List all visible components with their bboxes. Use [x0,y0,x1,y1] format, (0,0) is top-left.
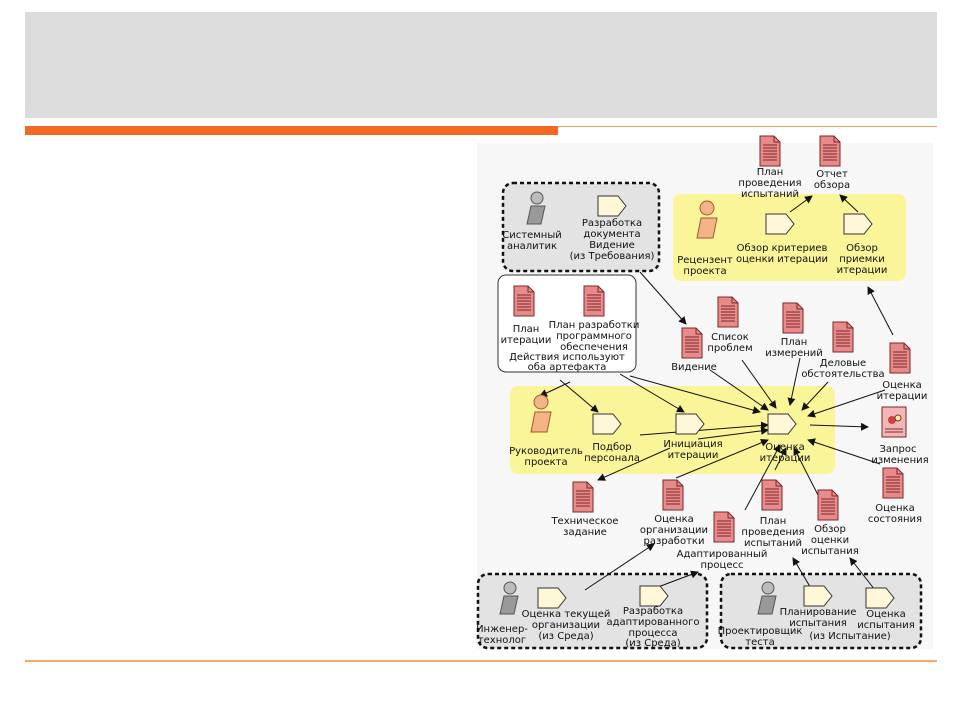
assess-org-label-3: (из Среда) [538,631,593,642]
footer-rule [25,660,937,662]
tailored-process-label-2: процесс [701,560,744,571]
acceptance-review-label-1: Обзор [846,243,878,254]
sw-dev-plan-label-3: обеспечения [560,342,628,353]
business-case-doc-icon [832,321,854,353]
tech-spec-label-1: Техническое [550,516,618,527]
status-assessment-label-2: состояния [868,514,922,525]
criteria-review-label-1: Обзор критериев [737,243,828,254]
test-planning-label-2: испытания [789,618,846,629]
test-eval-summary-label-2: оценки [811,535,849,546]
tailored-process-doc-icon [713,511,735,543]
designer-label-2: теста [745,637,774,648]
test-planning-label-1: Планирование [780,607,857,618]
iteration-assessment-label-2: итерации [877,391,928,402]
test-plan-top-doc-icon [759,135,781,167]
org-assessment-label-3: разработки [644,536,705,547]
artifact-box-label-1: Действия используют [509,352,625,363]
iteration-plan-doc-icon [513,285,535,317]
manager-label-1: Руководитель [509,446,583,457]
vision-doc-icon [681,327,703,359]
tech-spec-doc-icon [572,481,594,513]
change-request-label-1: Запрос [879,444,916,455]
test-eval-label-2: испытания [857,620,914,631]
iteration-assessment-doc-icon [889,342,911,374]
issues-list-doc-icon [717,296,739,328]
assess-org-label-2: организации [532,620,600,631]
change-request-icon [881,406,907,438]
vision-task-label-3: Видение [589,240,635,251]
vision-task-label-2: документа [583,229,640,240]
reviewer-label-1: Рецензент [677,255,733,266]
title-placeholder [25,12,937,118]
iteration-plan-label-2: итерации [501,335,552,346]
tailored-process-label-1: Адаптированный [677,549,768,560]
status-assessment-doc-icon [882,467,904,499]
staffing-label-1: Подбор [592,442,631,453]
sw-dev-plan-label-1: План разработки [549,320,640,331]
measurement-plan-label-1: План [781,337,808,348]
test-plan-bottom-label-1: План [760,516,787,527]
reviewer-label-2: проекта [683,266,726,277]
evaluation-label-1: Оценка [765,442,805,453]
business-case-label-2: обстоятельства [801,369,884,380]
review-report-label-1: Отчет [816,169,848,180]
acceptance-review-label-2: приемки [839,254,885,265]
vision-task-label-1: Разработка [582,218,642,229]
review-report-label-2: обзора [814,180,850,191]
sw-dev-plan-doc-icon [583,285,605,317]
connector-arrows [539,194,894,591]
measurement-plan-doc-icon [782,302,804,334]
sw-dev-plan-label-2: программного [556,331,632,342]
review-report-doc-icon [819,135,841,167]
vision-task-label-4: (из Требования) [570,251,655,262]
manager-label-2: проекта [524,457,567,468]
designer-label-1: Проектировщик [718,626,803,637]
change-request-label-2: изменения [871,455,928,466]
test-plan-top-label-3: испытаний [741,189,799,200]
test-plan-bottom-doc-icon [761,479,783,511]
accent-bar [25,126,558,135]
test-eval-label-3: (из Испытание) [809,631,890,642]
status-assessment-label-1: Оценка [875,503,915,514]
tailored-dev-label-1: Разработка [623,606,683,617]
acceptance-review-label-3: итерации [837,265,888,276]
artifact-box-label-2: оба артефакта [528,362,607,373]
org-assessment-label-1: Оценка [654,514,694,525]
issues-list-label-1: Список [711,332,749,343]
tailored-dev-label-4: (из Среда) [625,638,680,649]
initiation-label-1: Инициация [663,439,722,450]
test-plan-bottom-label-3: испытаний [744,538,802,549]
tailored-dev-label-2: адаптированного [606,617,699,628]
measurement-plan-label-2: измерений [765,348,823,359]
analyst-label-2: аналитик [507,241,557,252]
org-assessment-label-2: организации [640,525,708,536]
test-plan-top-label-1: План [757,167,784,178]
iteration-plan-label-1: План [513,324,540,335]
staffing-label-2: персонала [584,453,640,464]
assess-org-label-1: Оценка текущей [522,609,611,620]
issues-list-label-2: проблем [707,343,752,354]
iteration-assessment-label-1: Оценка [882,380,922,391]
test-eval-summary-doc-icon [817,489,839,521]
vision-label: Видение [671,362,717,373]
test-eval-summary-label-3: испытания [801,546,858,557]
engineer-label-1: Инженер- [476,624,528,635]
evaluation-label-2: итерации [760,453,811,464]
tailored-dev-label-3: процесса [628,628,677,639]
analyst-label-1: Системный [502,230,561,241]
test-eval-summary-label-1: Обзор [814,524,846,535]
business-case-label-1: Деловые [820,358,866,369]
criteria-review-label-2: оценки итерации [736,254,828,265]
test-eval-label-1: Оценка [866,609,906,620]
initiation-label-2: итерации [668,450,719,461]
org-assessment-doc-icon [662,479,684,511]
tech-spec-label-2: задание [563,527,607,538]
engineer-label-2: технолог [478,635,526,646]
test-plan-bottom-label-2: проведения [741,527,804,538]
test-plan-top-label-2: проведения [738,178,801,189]
